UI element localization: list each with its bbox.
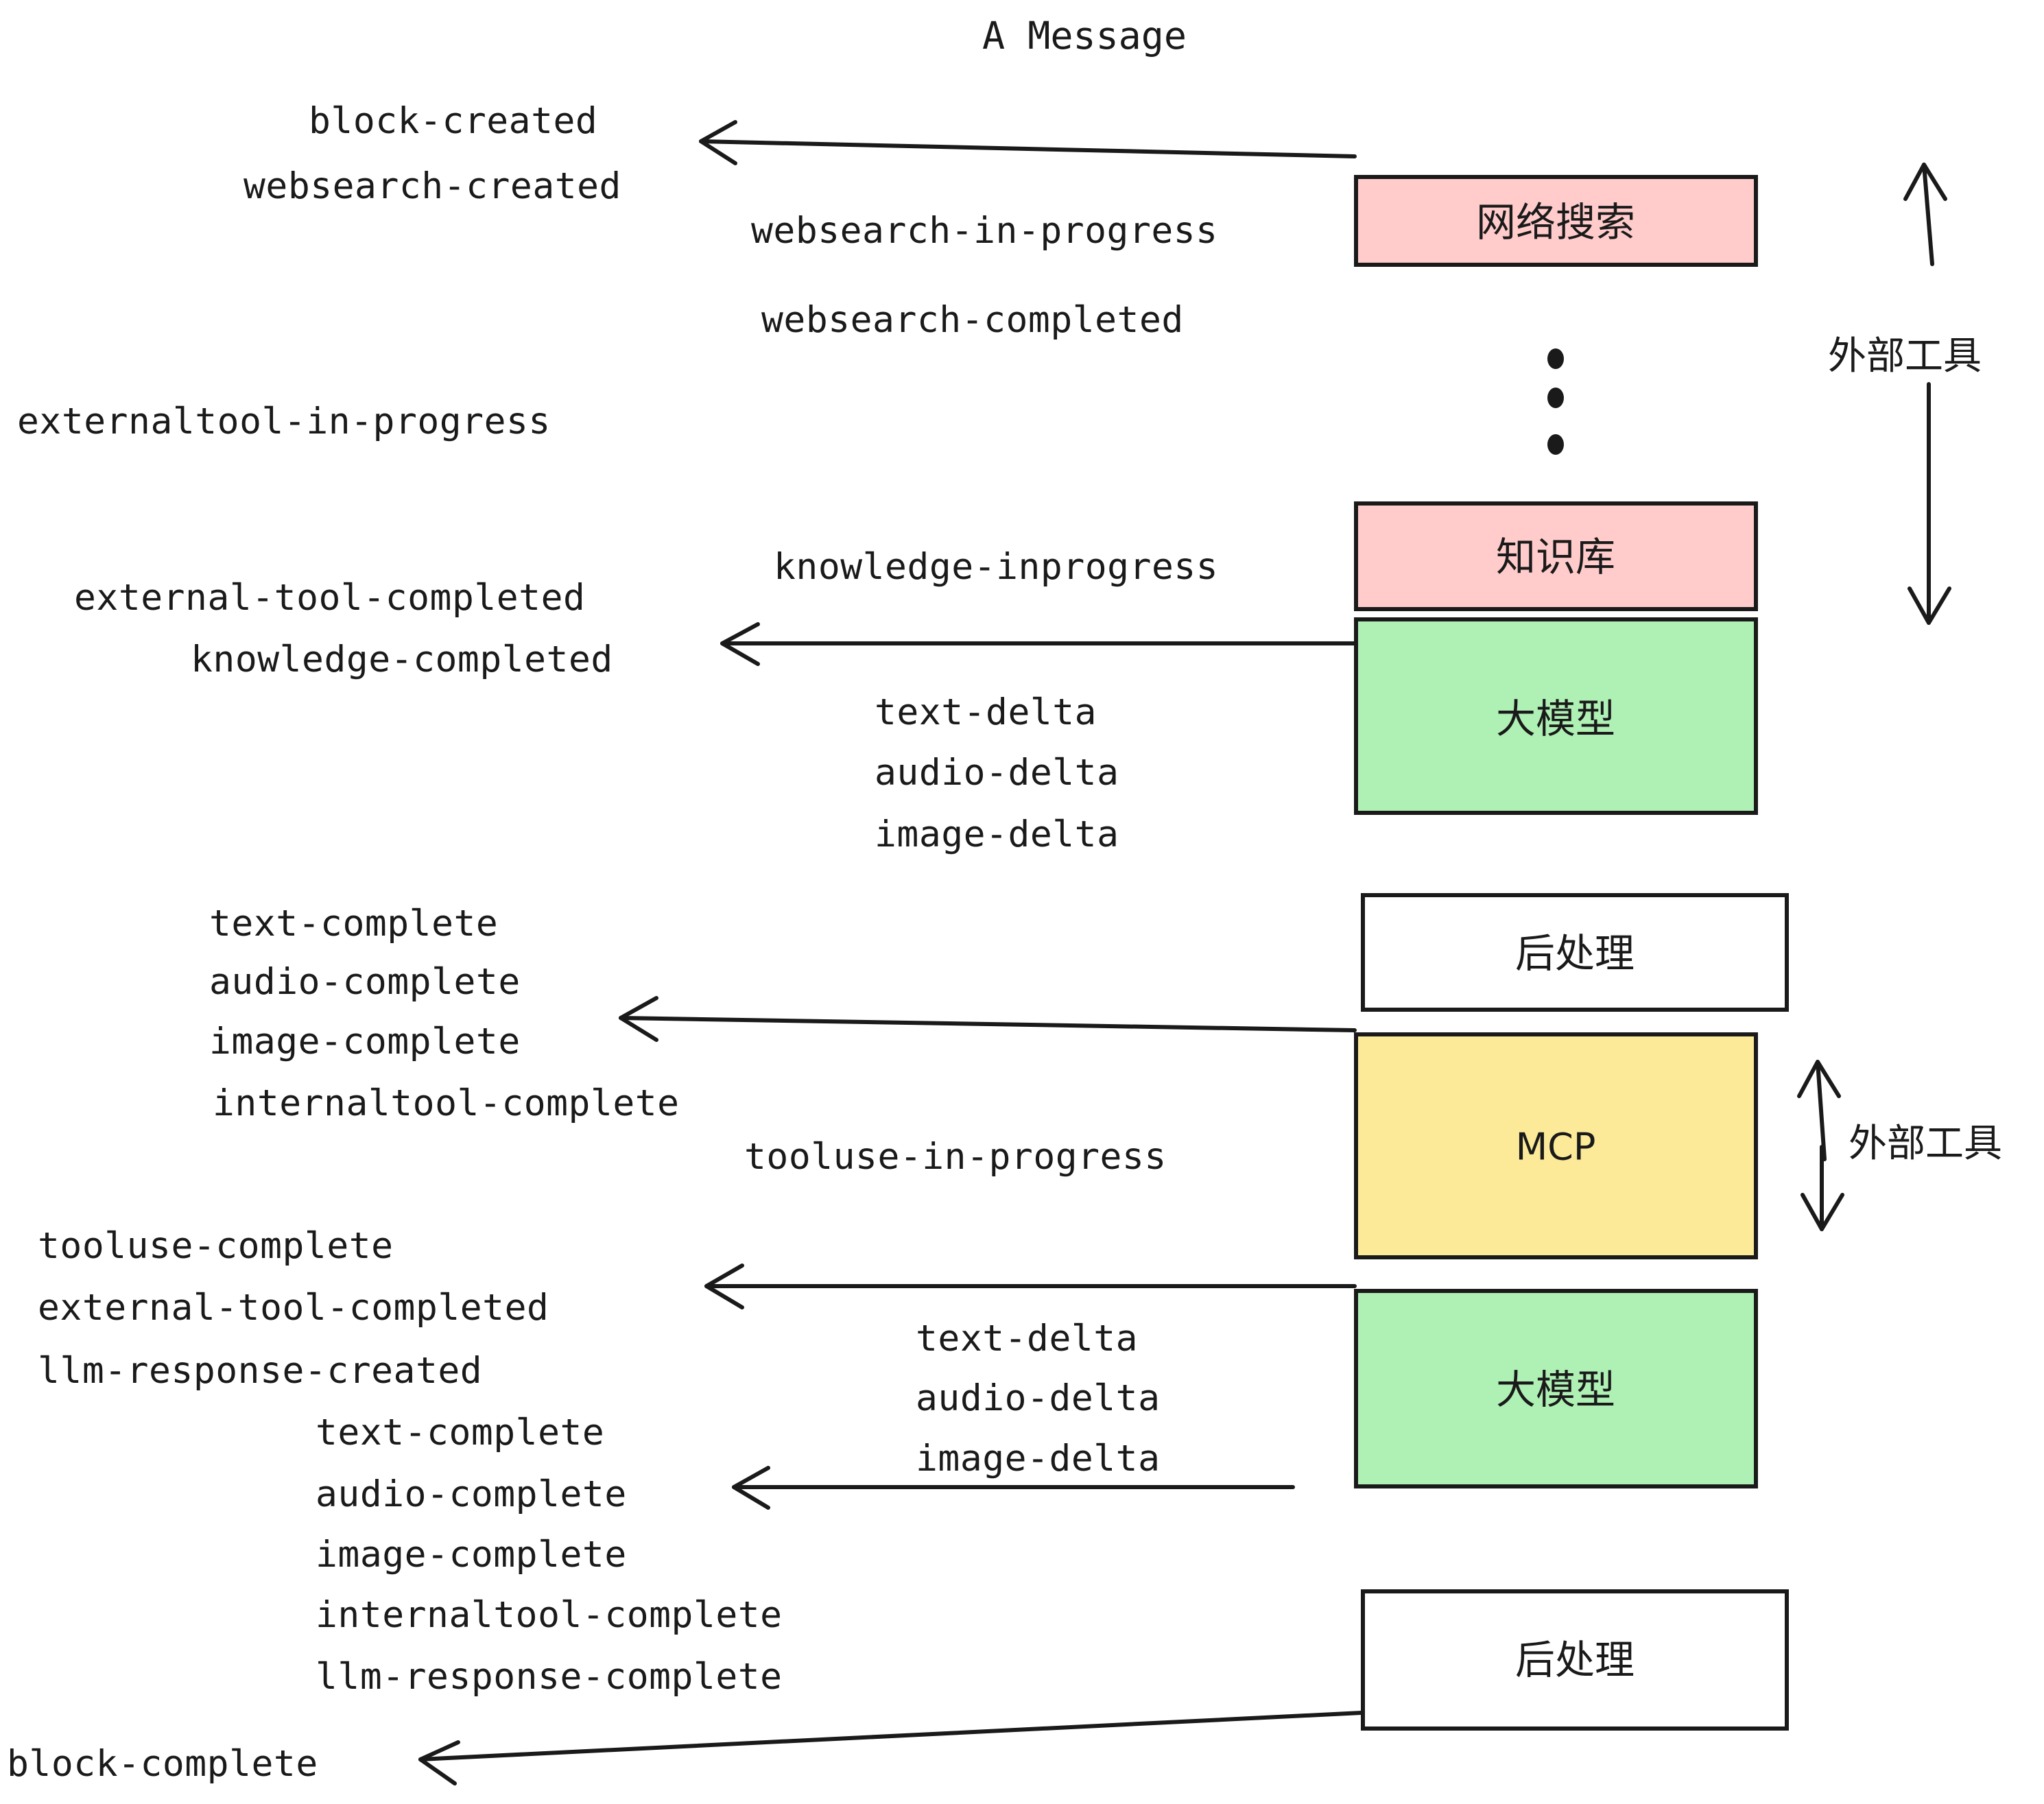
arrow-head-up-icon bbox=[1797, 1060, 1841, 1098]
event-label-block-complete: block-complete bbox=[7, 1743, 318, 1785]
event-label-knowledge-inprogress: knowledge-inprogress bbox=[774, 546, 1219, 588]
box-llm-top-label: 大模型 bbox=[1496, 696, 1615, 742]
box-llm-top[interactable] bbox=[1354, 617, 1758, 815]
event-label-block-created: block-created bbox=[309, 100, 598, 142]
event-label-tooluse-in-progress: tooluse-in-progress bbox=[744, 1136, 1167, 1178]
arrow-line bbox=[619, 1016, 1357, 1032]
box-group-postprocess-top: 后处理 bbox=[1361, 893, 1789, 1012]
arrow-head-left-icon bbox=[619, 996, 658, 1042]
event-label-audio-complete-2: audio-complete bbox=[316, 1473, 627, 1515]
event-label-llm-response-complete: llm-response-complete bbox=[316, 1656, 783, 1698]
event-label-image-delta-2: image-delta bbox=[916, 1438, 1161, 1480]
event-label-text-complete-1: text-complete bbox=[209, 903, 499, 945]
arrow-postprocess-to-image-complete bbox=[619, 996, 1357, 1042]
event-label-text-delta-2: text-delta bbox=[916, 1318, 1139, 1360]
ellipsis-dot-1 bbox=[1547, 348, 1564, 369]
page-title: A Message bbox=[982, 14, 1187, 58]
event-label-internaltool-complete-1: internaltool-complete bbox=[213, 1082, 680, 1124]
event-label-audio-delta-1: audio-delta bbox=[875, 752, 1119, 794]
box-websearch-label: 网络搜索 bbox=[1476, 199, 1635, 246]
arrow-line-up bbox=[1922, 163, 1934, 266]
event-label-external-tool-completed-2: external-tool-completed bbox=[38, 1287, 549, 1329]
event-label-externaltool-in-progress: externaltool-in-progress bbox=[17, 401, 551, 442]
arrow-line bbox=[699, 139, 1357, 158]
box-group-websearch: 网络搜索 bbox=[1354, 175, 1758, 267]
box-postprocess-top[interactable] bbox=[1361, 893, 1789, 1012]
box-postprocess-bottom[interactable] bbox=[1361, 1589, 1789, 1731]
ellipsis-dot-2 bbox=[1547, 388, 1564, 408]
box-mcp-label: MCP bbox=[1516, 1126, 1596, 1169]
box-websearch[interactable] bbox=[1354, 175, 1758, 267]
event-label-llm-response-created: llm-response-created bbox=[38, 1350, 483, 1392]
event-label-websearch-in-progress: websearch-in-progress bbox=[751, 210, 1218, 252]
box-group-knowledge: 知识库 bbox=[1354, 501, 1758, 611]
event-label-tooluse-complete: tooluse-complete bbox=[38, 1225, 394, 1267]
arrow-knowledge-to-knowledge-completed bbox=[720, 622, 1357, 666]
external-tools-arrow-top bbox=[1903, 163, 1951, 625]
arrow-line-up bbox=[1816, 1060, 1827, 1161]
event-label-websearch-completed: websearch-completed bbox=[761, 299, 1184, 341]
box-llm-bottom[interactable] bbox=[1354, 1289, 1758, 1488]
arrow-line bbox=[418, 1711, 1364, 1761]
arrow-mcp-to-tooluse-complete bbox=[704, 1263, 1357, 1309]
event-label-text-complete-2: text-complete bbox=[316, 1412, 605, 1453]
arrow-head-left-icon bbox=[720, 622, 760, 666]
arrow-postprocess-to-block-complete bbox=[418, 1711, 1364, 1785]
external-tools-arrow-bottom bbox=[1797, 1060, 1844, 1231]
side-label-external-tools-bottom: 外部工具 bbox=[1849, 1121, 2002, 1166]
arrow-websearch-to-block-created bbox=[699, 120, 1357, 165]
arrow-head-left-icon bbox=[699, 120, 737, 165]
arrow-head-left-icon bbox=[732, 1466, 770, 1510]
arrow-llm-to-audio-complete bbox=[732, 1466, 1295, 1510]
event-label-knowledge-completed: knowledge-completed bbox=[191, 639, 613, 680]
arrow-head-down-icon bbox=[1801, 1193, 1844, 1231]
ellipsis-dots bbox=[1547, 348, 1564, 455]
event-label-audio-delta-2: audio-delta bbox=[916, 1377, 1161, 1419]
box-knowledge-label: 知识库 bbox=[1496, 534, 1615, 580]
box-postprocess-bottom-label: 后处理 bbox=[1515, 1637, 1635, 1683]
box-postprocess-top-label: 后处理 bbox=[1515, 930, 1635, 977]
event-label-audio-complete-1: audio-complete bbox=[209, 961, 521, 1003]
box-group-llm-top: 大模型 bbox=[1354, 617, 1758, 815]
box-group-llm-bottom: 大模型 bbox=[1354, 1289, 1758, 1488]
event-label-external-tool-completed-1: external-tool-completed bbox=[74, 577, 586, 619]
box-llm-bottom-label: 大模型 bbox=[1496, 1366, 1615, 1413]
arrow-head-up-icon bbox=[1903, 163, 1947, 201]
arrow-head-left-icon bbox=[418, 1740, 460, 1785]
box-knowledge[interactable] bbox=[1354, 501, 1758, 611]
box-group-mcp: MCP bbox=[1354, 1032, 1758, 1259]
box-group-postprocess-bottom: 后处理 bbox=[1361, 1589, 1789, 1731]
event-label-image-complete-2: image-complete bbox=[316, 1534, 627, 1576]
event-label-text-delta-1: text-delta bbox=[875, 691, 1097, 733]
arrow-head-left-icon bbox=[704, 1263, 744, 1309]
event-label-internaltool-complete-2: internaltool-complete bbox=[316, 1594, 783, 1636]
side-label-external-tools-top: 外部工具 bbox=[1828, 334, 1982, 379]
box-mcp[interactable] bbox=[1354, 1032, 1758, 1259]
event-label-image-complete-1: image-complete bbox=[209, 1021, 521, 1063]
event-label-websearch-created: websearch-created bbox=[243, 165, 621, 207]
event-label-image-delta-1: image-delta bbox=[875, 814, 1119, 855]
ellipsis-dot-3 bbox=[1547, 434, 1564, 455]
arrow-head-down-icon bbox=[1908, 586, 1951, 625]
